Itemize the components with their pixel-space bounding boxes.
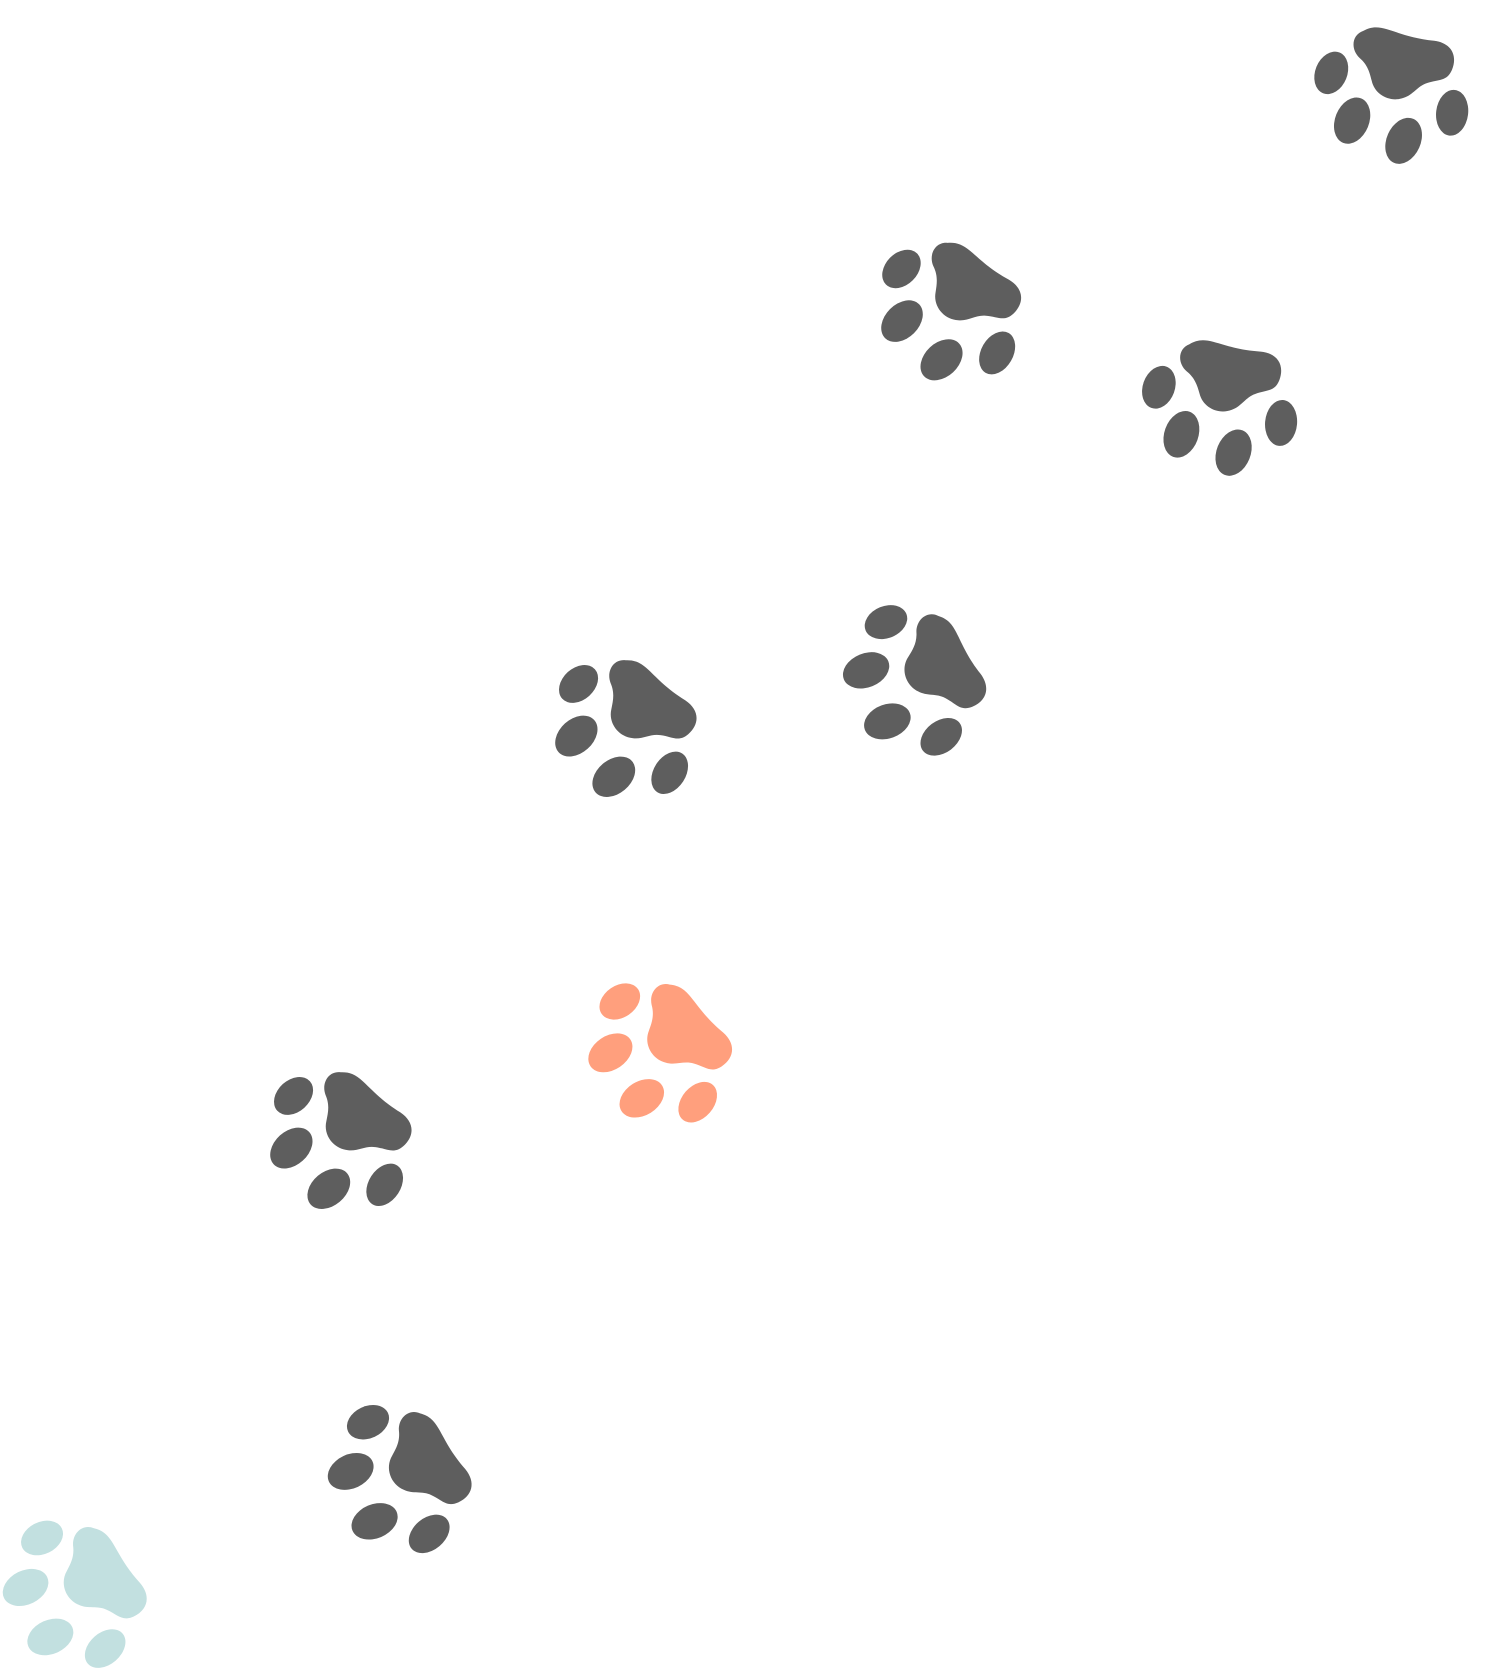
paw-print-shape [588,983,733,1123]
paw-print-shape [842,605,987,756]
paw-main-pad [904,614,987,709]
paw-main-pad [1180,340,1282,412]
paw-toe-pad [864,605,908,640]
paw-print-shape [327,1405,472,1554]
paw-toe-pad [1314,51,1349,95]
paw-toe-pad [678,1081,718,1123]
paw-print-icon [262,1049,438,1225]
paw-main-pad [389,1412,472,1505]
paw-toe-pad [366,1163,404,1206]
paw-toe-pad [588,1033,633,1073]
paw-toe-pad [351,1503,398,1540]
paw-toe-pad [920,339,963,381]
paw-toe-pad [408,1514,450,1554]
paw-print-icon [1112,281,1344,513]
paw-toe-pad [346,1405,390,1440]
paw-toe-pad [27,1618,74,1656]
paw-print-icon [0,1490,188,1670]
paw-print-icon [818,573,1032,787]
paw-print-icon [306,1374,514,1582]
paw-print-icon [1285,0,1485,200]
paw-print-icon [547,637,723,813]
paw-main-pad [1353,27,1455,100]
paw-main-pad [63,1527,147,1619]
paw-print-shape [555,660,697,797]
paw-toe-pad [1142,365,1176,409]
paw-toe-pad [882,249,921,289]
paw-toe-pad [1436,89,1469,136]
paw-print-icon [868,215,1052,399]
paw-main-pad [609,660,697,739]
paw-print-shape [881,242,1021,381]
paw-toe-pad [2,1568,49,1607]
paw-toe-pad [270,1127,313,1169]
paw-toe-pad [558,665,599,703]
paw-toe-pad [1265,399,1298,446]
paw-main-pad [324,1072,412,1151]
paw-main-pad [931,242,1021,321]
paw-print-icon [577,957,764,1144]
paw-toe-pad [651,751,689,794]
paw-toe-pad [842,652,890,689]
paw-toe-pad [1163,411,1200,458]
paw-toe-pad [1215,429,1252,476]
paw-toe-pad [307,1168,351,1209]
paw-toe-pad [1333,97,1371,144]
paw-toe-pad [920,717,962,756]
paw-main-pad [647,984,733,1070]
paw-print-shape [1314,27,1469,164]
paw-toe-pad [979,331,1016,375]
paw-toe-pad [881,300,923,342]
paw-toe-pad [864,703,911,740]
paw-print-shape [1142,340,1298,476]
paw-toe-pad [1385,117,1422,164]
paw-toe-pad [21,1520,64,1556]
paw-toe-pad [555,715,598,757]
paw-print-shape [2,1520,147,1668]
paw-print-shape [270,1072,412,1209]
paw-toe-pad [273,1077,314,1115]
paw-toe-pad [327,1452,374,1490]
paw-toe-pad [619,1079,665,1118]
paw-toe-pad [592,756,636,797]
paw-toe-pad [599,983,641,1020]
paw-toe-pad [84,1629,126,1668]
